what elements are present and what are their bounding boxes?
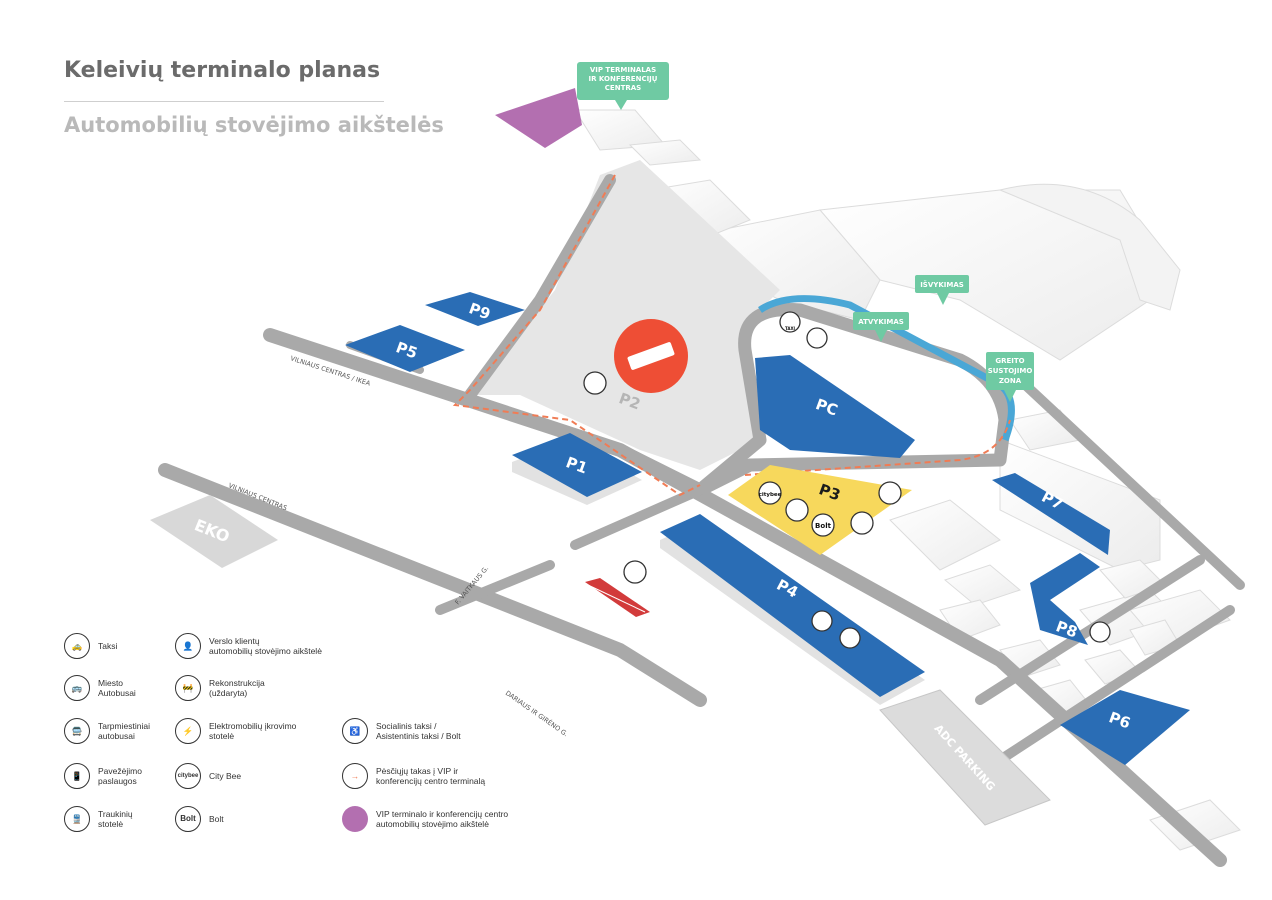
citybee-map-label: citybee <box>759 492 782 498</box>
legend-taxi: 🚕 Taksi <box>64 633 117 659</box>
parking-pc[interactable] <box>755 355 915 458</box>
callout-arrivals: ATVYKIMAS <box>853 312 909 342</box>
callout-departures-label: IŠVYKIMAS <box>920 280 964 289</box>
train-icon: 🚆 <box>64 806 90 832</box>
arrivals-ramp <box>758 295 1015 442</box>
page-subtitle: Automobilių stovėjimo aikštelės <box>64 113 444 137</box>
bus-icon: 🚌 <box>64 675 90 701</box>
legend-social-taxi: ♿ Socialinis taksi / Asistentinis taksi … <box>342 718 461 744</box>
title-divider <box>64 101 384 102</box>
bolt-icon: Bolt <box>175 806 201 832</box>
barrier-icon: 🚧 <box>175 675 201 701</box>
phone-icon: 📱 <box>64 763 90 789</box>
legend-bolt: Bolt Bolt <box>175 806 224 832</box>
taxi-map-icon <box>779 311 801 333</box>
parking-p1[interactable] <box>512 433 642 497</box>
callout-quick-stop-line1: GREITO <box>995 357 1024 365</box>
legend-city-bee: citybee City Bee <box>175 763 241 789</box>
parking-p8[interactable] <box>1030 553 1100 645</box>
legend-vip-parking: VIP terminalo ir konferencijų centro aut… <box>342 806 508 832</box>
parking-lots <box>150 292 1190 826</box>
train-icon <box>585 578 650 617</box>
parking-p6[interactable] <box>1060 690 1190 765</box>
road-label-dariaus: DARIAUS IR GIRĖNO G. <box>504 688 570 738</box>
parking-p3[interactable] <box>728 465 912 555</box>
page-title: Keleivių terminalo planas <box>64 58 381 83</box>
parking-p9[interactable] <box>425 292 525 326</box>
callout-vip-line3: CENTRAS <box>605 84 641 92</box>
charging-map-icon <box>850 511 874 535</box>
parking-p4[interactable] <box>660 514 925 697</box>
callout-arrivals-label: ATVYKIMAS <box>858 318 904 326</box>
wheelchair-car-icon: ♿ <box>342 718 368 744</box>
taxi-map-label: TAXI <box>785 326 796 331</box>
legend-city-bus: 🚌 Miesto Autobusai <box>64 675 136 701</box>
bolt-map-icon <box>811 513 835 537</box>
callout-departures: IŠVYKIMAS <box>915 275 969 305</box>
ev-charging-map-icon <box>839 627 861 649</box>
parking-p5[interactable] <box>345 325 465 372</box>
social-taxi-map-icon <box>878 481 902 505</box>
legend-reconstruction: 🚧 Rekonstrukcija (uždaryta) <box>175 675 265 701</box>
callout-vip-line2: IR KONFERENCIJŲ <box>589 75 658 83</box>
map-icons <box>583 311 1111 649</box>
callout-vip: VIP TERMINALAS IR KONFERENCIJŲ CENTRAS <box>577 62 669 110</box>
eko-building <box>150 495 278 568</box>
legend-ev-charging: ⚡ Elektromobilių įkrovimo stotelė <box>175 718 296 744</box>
parking-p7[interactable] <box>992 473 1110 555</box>
callout-quick-stop-line2: SUSTOJIMO <box>988 367 1033 375</box>
business-person-icon: 👤 <box>175 633 201 659</box>
arrow-right-icon: → <box>342 763 368 789</box>
closed-sign-bar <box>627 342 675 370</box>
pedestrian-path <box>452 174 1011 497</box>
legend-intercity-bus: 🚍 Tarpmiestiniai autobusai <box>64 718 150 744</box>
citybee-map-icon <box>758 481 782 505</box>
vip-parking-area <box>495 88 582 148</box>
legend-business-parking: 👤 Verslo klientų automobilių stovėjimo a… <box>175 633 322 659</box>
charging-station-icon: ⚡ <box>175 718 201 744</box>
bus-map-icon <box>806 327 828 349</box>
train-stop-map-icon <box>623 560 647 584</box>
adc-parking <box>879 689 1051 826</box>
reconstruction-icon <box>583 371 607 395</box>
callout-vip-line1: VIP TERMINALAS <box>590 66 656 74</box>
taxi-icon: 🚕 <box>64 633 90 659</box>
vip-swatch <box>342 806 368 832</box>
legend-ride-services: 📱 Pavežėjimo paslaugos <box>64 763 142 789</box>
p2-area[interactable] <box>470 160 780 470</box>
callout-quick-stop: GREITO SUSTOJIMO ZONA <box>986 352 1034 402</box>
business-parking-map-icon <box>811 610 833 632</box>
citybee-icon: citybee <box>175 763 201 789</box>
ride-service-map-icon <box>785 498 809 522</box>
legend-pedestrian-path: → Pėsčiųjų takas į VIP ir konferencijų c… <box>342 763 485 789</box>
business-parking-p8-icon <box>1089 621 1111 643</box>
callout-quick-stop-line3: ZONA <box>999 377 1022 385</box>
legend-train-stop: 🚆 Traukinių stotelė <box>64 806 133 832</box>
intercity-bus-icon: 🚍 <box>64 718 90 744</box>
bolt-map-label: Bolt <box>815 522 832 530</box>
